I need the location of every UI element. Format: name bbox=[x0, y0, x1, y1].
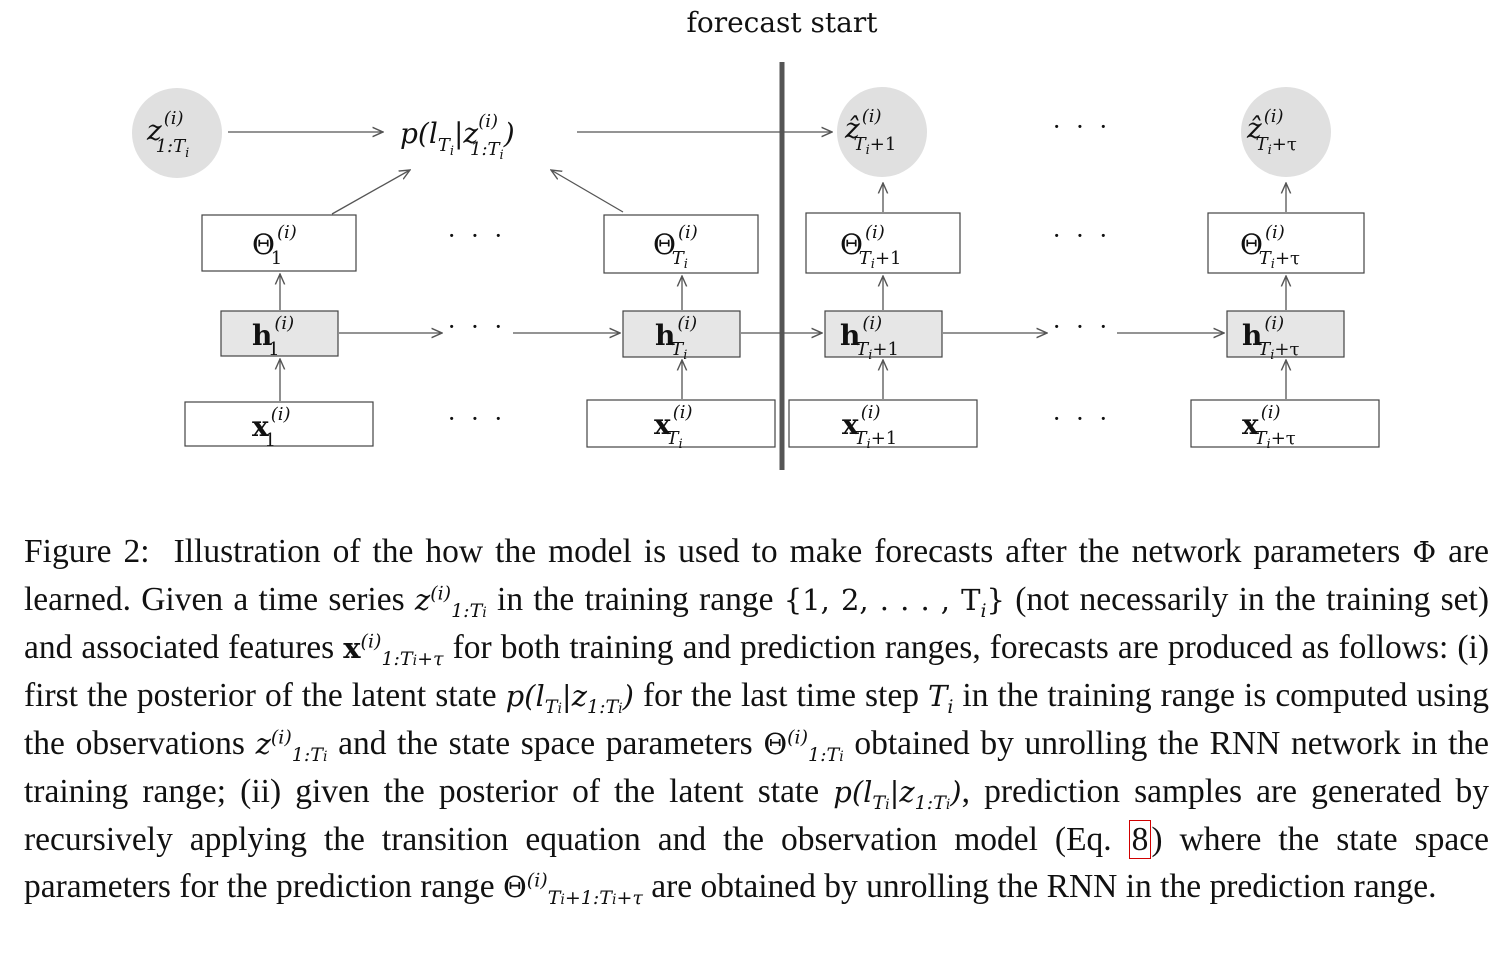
feature-label-ti-plus-1: x(i)Ti+1 bbox=[842, 402, 897, 452]
caption-posterior-1: p(lTi|z1:Ti) bbox=[505, 679, 634, 718]
caption-z-series: z(i)1:Ti bbox=[414, 582, 487, 622]
caption-prefix: Figure 2: bbox=[24, 533, 150, 570]
caption-sentence-9: obtained by unrolling the RNN network in… bbox=[24, 725, 1490, 810]
hidden-label-1: h(i)1 bbox=[252, 313, 294, 360]
hidden-box-ti-plus-tau bbox=[1226, 310, 1345, 358]
observed-series-label: z(i)1:Ti bbox=[146, 108, 189, 161]
caption-sentence-10: , prediction samples are generated by re… bbox=[24, 773, 1490, 858]
theta-box-1 bbox=[201, 214, 357, 272]
caption-phi: Φ bbox=[1412, 535, 1437, 569]
prediction-node-last-label: ẑ(i)Ti+τ bbox=[1246, 106, 1297, 158]
theta-row-dots: · · · bbox=[448, 222, 506, 250]
caption-last-step: Ti bbox=[927, 679, 954, 718]
hidden-box-ti-plus-1 bbox=[824, 310, 943, 358]
caption-x-features: x(i)1:Ti+τ bbox=[343, 630, 444, 670]
posterior-label: p(lTi|z(i)1:Ti) bbox=[400, 111, 515, 163]
feature-box-ti-plus-tau bbox=[1190, 399, 1380, 448]
theta-box-ti-plus-1 bbox=[805, 212, 961, 274]
feature-box-ti-plus-1 bbox=[788, 399, 978, 448]
arrow-thetati-to-posterior bbox=[551, 170, 624, 213]
arrow-theta1-to-posterior bbox=[331, 170, 410, 215]
prediction-node-first-label: ẑ(i)Ti+1 bbox=[844, 106, 896, 158]
prediction-node-first bbox=[837, 87, 927, 177]
caption-sentence-7: in the training range is computed using … bbox=[24, 677, 1490, 762]
feature-label-ti: x(i)Ti bbox=[654, 402, 693, 452]
hidden-row-dots: · · · bbox=[448, 313, 506, 341]
hidden-row-dots-pred: · · · bbox=[1053, 313, 1111, 341]
caption-sentence-6: for the last time step bbox=[642, 677, 919, 714]
prediction-node-last bbox=[1241, 87, 1331, 177]
caption-theta-pred: Θ(i)Ti+1:Ti+τ bbox=[503, 869, 643, 909]
theta-box-ti-plus-tau bbox=[1207, 212, 1365, 274]
hidden-box-1 bbox=[220, 310, 339, 357]
caption-sentence-12: are obtained by unrolling the RNN in the… bbox=[651, 868, 1437, 905]
top-row-dots: · · · bbox=[1053, 113, 1111, 141]
equation-reference-link[interactable]: 8 bbox=[1128, 820, 1152, 859]
hidden-label-ti: h(i)Ti bbox=[655, 313, 697, 363]
observed-series-node bbox=[132, 88, 222, 178]
forecast-start-label: forecast start bbox=[686, 6, 878, 39]
feature-box-ti bbox=[586, 399, 776, 448]
theta-label-ti: Θ(i)Ti bbox=[653, 222, 698, 272]
hidden-label-ti-plus-1: h(i)Ti+1 bbox=[840, 313, 899, 363]
caption-sentence-2: are learned. Given a time series bbox=[24, 533, 1490, 618]
theta-label-1: Θ(i)1 bbox=[252, 222, 297, 269]
caption-sentence-3: in the training range bbox=[497, 581, 774, 618]
caption-sentence-1: Illustration of the how the model is use… bbox=[173, 533, 1401, 570]
caption-theta-train: Θ(i)1:Ti bbox=[763, 726, 844, 766]
caption-z-observations: z(i)1:Ti bbox=[255, 726, 328, 766]
figure-caption: Figure 2: Illustration of the how the mo… bbox=[24, 528, 1489, 911]
caption-sentence-5: for both training and prediction ranges,… bbox=[24, 629, 1489, 714]
hidden-box-ti bbox=[622, 310, 741, 358]
feature-label-1: x(i)1 bbox=[252, 404, 291, 451]
feature-row-dots: · · · bbox=[448, 405, 506, 433]
theta-box-ti bbox=[603, 214, 759, 274]
caption-posterior-2: p(lTi|z1:Ti) bbox=[833, 775, 962, 814]
model-forecast-diagram: forecast start z(i)1:Ti p(lTi|z(i)1:Ti) … bbox=[132, 6, 1380, 470]
theta-row-dots-pred: · · · bbox=[1053, 222, 1111, 250]
feature-label-ti-plus-tau: x(i)Ti+τ bbox=[1242, 402, 1296, 452]
caption-sentence-4: (not necessarily in the training set) an… bbox=[24, 581, 1490, 666]
theta-label-ti-plus-1: Θ(i)Ti+1 bbox=[840, 222, 902, 272]
caption-training-set: {1, 2, . . . , Ti} bbox=[783, 583, 1005, 622]
feature-row-dots-pred: · · · bbox=[1053, 405, 1111, 433]
theta-label-ti-plus-tau: Θ(i)Ti+τ bbox=[1240, 222, 1300, 272]
hidden-label-ti-plus-tau: h(i)Ti+τ bbox=[1242, 313, 1299, 363]
caption-sentence-11: ) where the state space parameters for t… bbox=[24, 821, 1490, 905]
caption-sentence-8: and the state space parameters bbox=[338, 725, 753, 762]
feature-box-1 bbox=[184, 401, 374, 447]
